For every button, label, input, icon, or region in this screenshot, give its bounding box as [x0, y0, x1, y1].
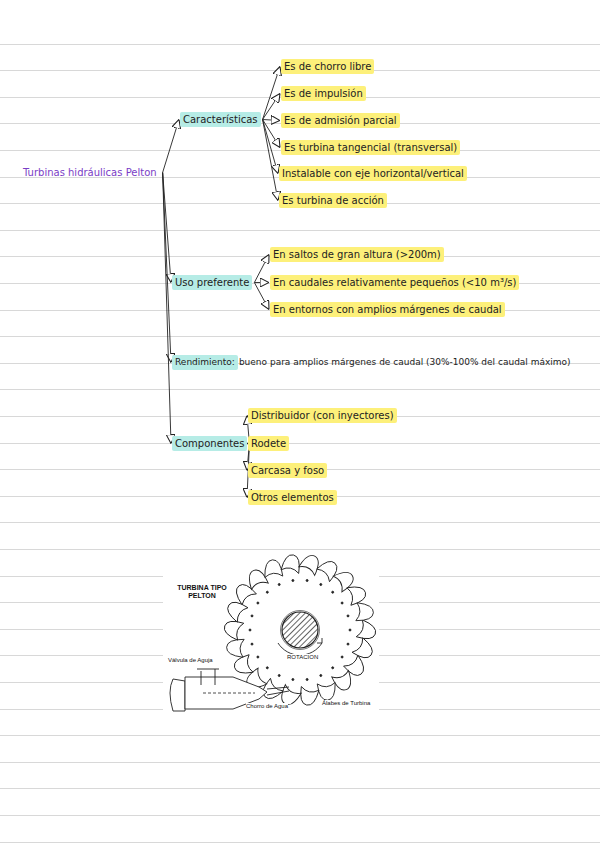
bucket-bolt [266, 591, 268, 593]
node-heading: Rendimiento: [172, 355, 238, 370]
branch-arrow [263, 120, 278, 174]
node-heading: Es de admisión parcial [281, 113, 400, 128]
bucket-bolt [332, 667, 334, 669]
bucket-bolt [306, 679, 308, 681]
node-heading: Otros elementos [248, 490, 337, 505]
leaf-item: Es turbina tangencial (transversal) [281, 140, 460, 155]
part-label: ROTACION [287, 654, 318, 661]
pelton-illustration [163, 551, 379, 719]
needle-axis [203, 693, 255, 694]
needle-valve [197, 669, 219, 685]
bucket [317, 683, 336, 701]
branch-arrow [163, 120, 179, 173]
node-heading: Instalable con eje horizontal/vertical [279, 166, 467, 181]
branch-arrow [263, 120, 280, 121]
node-heading: Turbinas hidráulicas Pelton [20, 165, 160, 180]
bucket [298, 687, 319, 707]
bucket [299, 552, 323, 575]
node-heading: Es de chorro libre [281, 59, 374, 74]
part-label: Álabes de Turbina [322, 700, 370, 707]
leaf-item: Otros elementos [248, 490, 337, 505]
bucket-bolt [251, 643, 253, 645]
pipe-elbow [170, 679, 185, 711]
shaft-ring [281, 611, 320, 650]
bucket-bolt [349, 629, 351, 631]
part-label: Válvula de Aguja [168, 657, 213, 664]
node-heading: Uso preferente [172, 275, 252, 290]
branch-topic: Rendimiento:bueno para amplios márgenes … [172, 355, 574, 370]
rotation-arrowhead [317, 638, 322, 643]
leaf-item: Carcasa y foso [248, 463, 327, 478]
bucket-bolt [347, 615, 349, 617]
branch-arrow [263, 94, 280, 120]
bucket [356, 603, 374, 622]
turbine-shaft [282, 612, 318, 648]
leaf-item: Instalable con eje horizontal/vertical [279, 166, 467, 181]
leaf-item: Es de chorro libre [281, 59, 374, 74]
node-heading: En caudales relativamente pequeños (<10 … [270, 275, 519, 290]
branch-topic: Uso preferente [172, 275, 252, 290]
bucket-bolt [278, 675, 280, 677]
node-heading: Rodete [248, 436, 289, 451]
node-heading: Componentes [172, 436, 247, 451]
bucket-bolt [266, 667, 268, 669]
leaf-item: Distribuidor (con inyectores) [248, 408, 397, 423]
branch-arrow [254, 283, 269, 310]
bucket-bolt [278, 584, 280, 586]
bucket-bolt [292, 679, 294, 681]
bucket [233, 655, 254, 676]
bucket-bolt [306, 580, 308, 582]
bucket [281, 553, 302, 573]
leaf-item: Es turbina de acción [279, 193, 387, 208]
bucket [352, 638, 376, 663]
node-heading: Características [180, 112, 261, 127]
image-ground [163, 551, 379, 719]
root-topic: Turbinas hidráulicas Pelton [20, 165, 160, 180]
bucket-bolt [292, 580, 294, 582]
bucket-bolt [320, 675, 322, 677]
bucket-bolt [251, 615, 253, 617]
bucket-bolt [332, 591, 334, 593]
node-heading: Carcasa y foso [248, 463, 327, 478]
bucket-bolt [347, 643, 349, 645]
branch-arrow [254, 255, 269, 283]
bucket [224, 598, 248, 623]
branch-topic: Características [180, 112, 261, 127]
leaf-item: En entornos con amplios márgenes de caud… [270, 302, 505, 317]
leaf-item: En caudales relativamente pequeños (<10 … [270, 275, 519, 290]
leaf-item: En saltos de gran altura (>200m) [270, 247, 444, 262]
bucket [263, 559, 282, 577]
water-jet [267, 687, 289, 695]
branch-arrow [263, 120, 278, 201]
bucket [226, 638, 244, 657]
node-heading: Distribuidor (con inyectores) [248, 408, 397, 423]
bucket [356, 620, 378, 643]
part-label: Chorro de Agua [246, 703, 288, 710]
bucket-bolt [341, 656, 343, 658]
bucket [222, 617, 244, 640]
image-title: TURBINA TIPO PELTON [172, 584, 232, 600]
node-body: bueno para amplios márgenes de caudal (3… [238, 355, 574, 370]
leaf-item: Es de admisión parcial [281, 113, 400, 128]
branch-arrow [163, 173, 171, 444]
node-heading: Es turbina de acción [279, 193, 387, 208]
leaf-item: Rodete [248, 436, 289, 451]
node-heading: En saltos de gran altura (>200m) [270, 247, 444, 262]
bucket-bolt [257, 602, 259, 604]
node-heading: Es de impulsión [281, 86, 366, 101]
bucket-bolt [257, 656, 259, 658]
bucket-bolt [320, 584, 322, 586]
node-heading: Es turbina tangencial (transversal) [281, 140, 460, 155]
bucket-bolt [341, 602, 343, 604]
branch-topic: Componentes [172, 436, 247, 451]
node-heading: En entornos con amplios márgenes de caud… [270, 302, 505, 317]
branch-arrow [263, 67, 280, 120]
bucket-bolt [249, 629, 251, 631]
branch-arrow [254, 282, 269, 283]
bucket [347, 584, 368, 605]
leaf-item: Es de impulsión [281, 86, 366, 101]
